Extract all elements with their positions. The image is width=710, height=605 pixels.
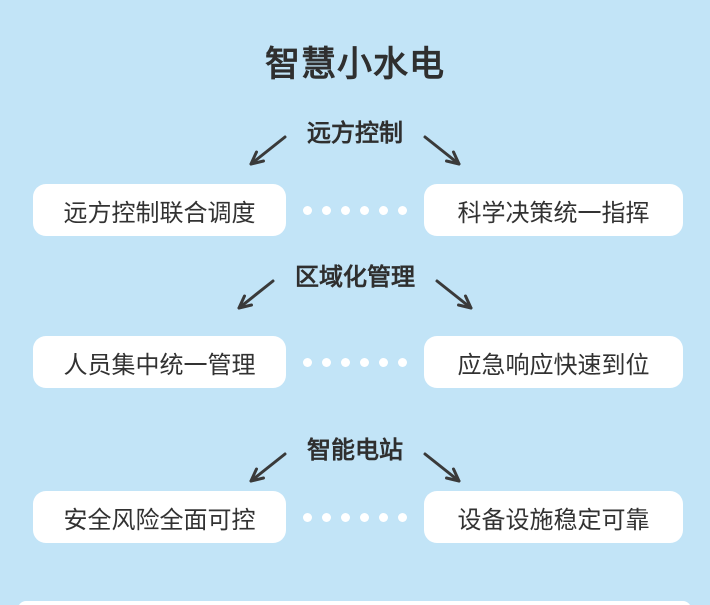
section-2-boxes-row: 人员集中统一管理 应急响应快速到位 bbox=[0, 336, 710, 388]
dot bbox=[379, 512, 388, 522]
dot bbox=[322, 357, 331, 367]
dot-separator bbox=[286, 357, 424, 367]
dot bbox=[360, 205, 369, 215]
section-2-left-box: 人员集中统一管理 bbox=[33, 336, 286, 388]
section-1-heading: 远方控制 bbox=[307, 120, 403, 147]
dot bbox=[398, 205, 407, 215]
dot bbox=[303, 357, 312, 367]
section-2-heading: 区域化管理 bbox=[295, 264, 415, 291]
dot bbox=[303, 205, 312, 215]
section-2-heading-row: 区域化管理 bbox=[0, 262, 710, 312]
arrow-down-right-icon bbox=[423, 135, 461, 166]
dot bbox=[341, 357, 350, 367]
dot bbox=[360, 512, 369, 522]
section-2-right-box: 应急响应快速到位 bbox=[424, 336, 683, 388]
section-1-boxes-row: 远方控制联合调度 科学决策统一指挥 bbox=[0, 184, 710, 236]
dot bbox=[360, 357, 369, 367]
section-3-heading: 智能电站 bbox=[307, 437, 403, 464]
arrow-down-left-icon bbox=[237, 279, 275, 310]
section-3-left-box: 安全风险全面可控 bbox=[33, 491, 286, 543]
dot bbox=[303, 512, 312, 522]
section-3-heading-row: 智能电站 bbox=[0, 435, 710, 485]
dot-separator bbox=[286, 205, 424, 215]
arrow-down-right-icon bbox=[423, 452, 461, 483]
arrow-down-left-icon bbox=[249, 452, 287, 483]
partial-bottom-box bbox=[18, 601, 691, 605]
dot bbox=[341, 205, 350, 215]
section-3-right-box: 设备设施稳定可靠 bbox=[424, 491, 683, 543]
dot bbox=[379, 205, 388, 215]
dot bbox=[341, 512, 350, 522]
dot-separator bbox=[286, 512, 424, 522]
section-1-heading-row: 远方控制 bbox=[0, 118, 710, 168]
dot bbox=[398, 357, 407, 367]
arrow-down-right-icon bbox=[435, 279, 473, 310]
page-title: 智慧小水电 bbox=[264, 45, 445, 84]
dot bbox=[322, 512, 331, 522]
section-1-left-box: 远方控制联合调度 bbox=[33, 184, 286, 236]
dot bbox=[379, 357, 388, 367]
section-1-right-box: 科学决策统一指挥 bbox=[424, 184, 683, 236]
section-3-boxes-row: 安全风险全面可控 设备设施稳定可靠 bbox=[0, 491, 710, 543]
dot bbox=[398, 512, 407, 522]
dot bbox=[322, 205, 331, 215]
arrow-down-left-icon bbox=[249, 135, 287, 166]
